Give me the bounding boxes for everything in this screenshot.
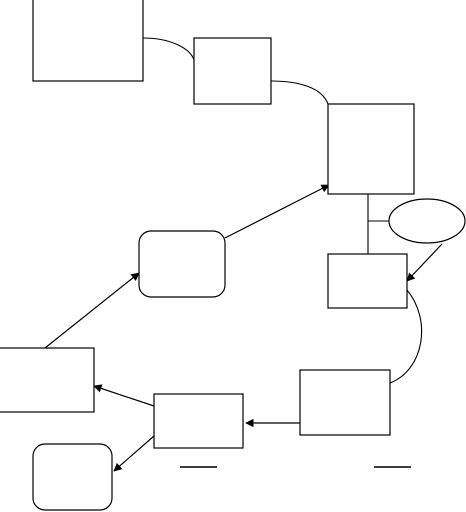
box-bottom-right <box>299 369 391 436</box>
arrow-bottom-middle-to-bottom-left <box>113 435 155 472</box>
ellipse-right <box>388 198 466 244</box>
connectors <box>44 37 443 472</box>
arrow-center-to-right-tall <box>224 184 330 239</box>
box-left-middle <box>0 347 95 413</box>
rounded-box-bottom-left <box>32 443 113 511</box>
box-top-left <box>32 0 144 82</box>
rounded-box-center <box>138 230 226 298</box>
arrow-ellipse-to-right-middle <box>406 243 443 282</box>
arrow-bottom-middle-to-left-middle <box>93 384 155 407</box>
box-top-middle <box>193 37 272 105</box>
connector-top-left-to-top-middle <box>142 37 195 61</box>
arrow-left-middle-to-center <box>44 272 140 349</box>
box-bottom-middle <box>153 393 244 449</box>
connector-top-middle-to-right-tall <box>270 80 329 105</box>
box-right-middle <box>327 253 408 309</box>
box-right-tall <box>327 103 415 195</box>
connector-right-middle-to-bottom-right <box>389 289 423 384</box>
